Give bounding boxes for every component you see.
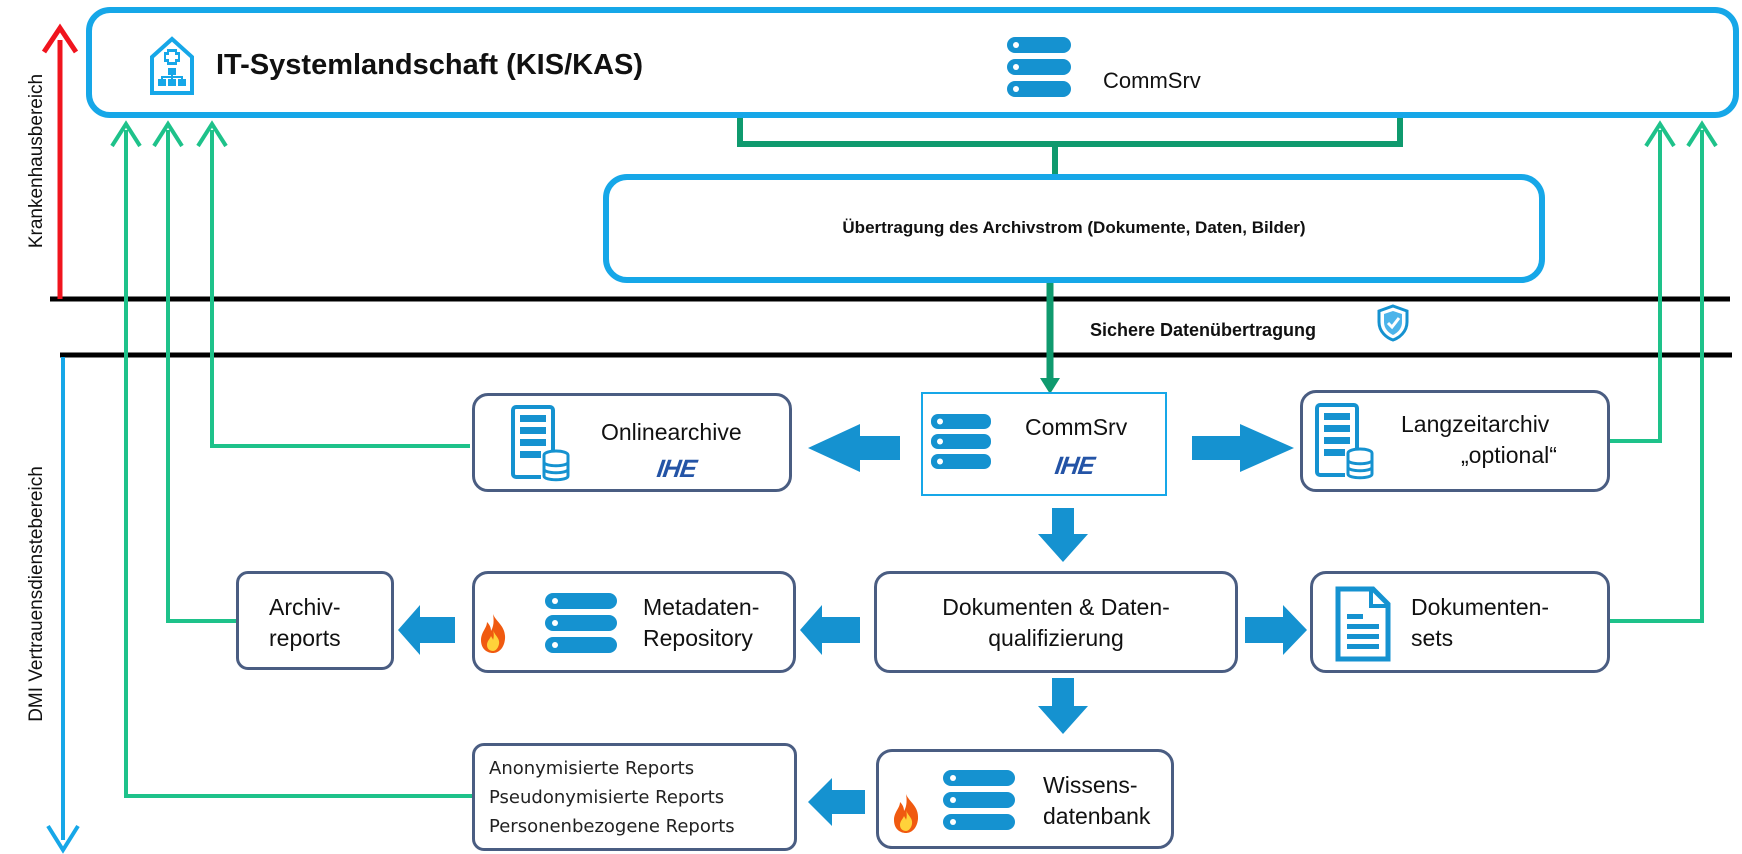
dokumentensets-label-line2: sets [1411,625,1454,651]
qualifizierung-box: Dokumenten & Daten- qualifizierung [874,571,1238,673]
archivreports-label-line1: Archiv- [269,594,341,620]
report-item-pseudonymisiert: Pseudonymisierte Reports [489,787,725,808]
arrow-commsrv-to-qualifizierung [1038,508,1088,562]
arrow-qualifizierung-to-wissens [1038,678,1088,734]
langzeitarchiv-label-line1: Langzeitarchiv [1401,411,1550,437]
return-line-langzeit [1610,130,1662,443]
arrow-qualifizierung-to-dokumentensets [1245,605,1307,655]
reports-list: Anonymisierte Reports Pseudonymisierte R… [489,754,735,841]
onlinearchive-box: Onlinearchive IHE [472,393,792,492]
return-line-dokumentensets [1610,130,1704,623]
report-item-personenbezogen: Personenbezogene Reports [489,816,735,837]
qualifizierung-label-line1: Dokumenten & Daten- [942,594,1170,620]
dokumentensets-box: Dokumenten- sets [1310,571,1610,673]
uebertragung-box: Übertragung des Archivstrom (Dokumente, … [603,174,1545,283]
server-icon [545,593,617,653]
fire-icon [891,792,921,834]
document-icon [1335,586,1391,662]
return-line-reports [124,130,472,798]
reports-box: Anonymisierte Reports Pseudonymisierte R… [472,743,797,851]
krankenhaus-axis-arrowhead [41,23,79,54]
archivreports-box: Archiv- reports [236,571,394,670]
top-bracket-line [737,118,1403,147]
sichere-datenuebertragung-label: Sichere Datenübertragung [1090,320,1317,340]
return-arrowhead-reports [110,120,142,148]
arrow-commsrv-to-onlinearchive [808,424,900,472]
qualifizierung-label-line2: qualifizierung [988,625,1124,651]
fire-icon [478,612,508,654]
return-line-onlinearchive [210,130,470,448]
langzeitarchiv-label-line2: „optional“ [1461,442,1557,468]
it-systemlandschaft-box: IT-Systemlandschaft (KIS/KAS) CommSrv [86,7,1739,118]
commsrv-box: CommSrv IHE [921,392,1167,496]
server-icon [1007,37,1071,97]
langzeitarchiv-box: Langzeitarchiv „optional“ [1300,390,1610,492]
archivreports-label-line2: reports [269,625,341,651]
uebertragung-label: Übertragung des Archivstrom (Dokumente, … [842,218,1306,237]
dokumentensets-label-line1: Dokumenten- [1411,594,1550,620]
report-item-anonymisiert: Anonymisierte Reports [489,758,695,779]
dmi-axis-arrowhead [46,824,80,854]
server-database-icon [511,405,571,483]
krankenhausbereich-label: Krankenhausbereich [26,73,47,249]
it-systemlandschaft-title: IT-Systemlandschaft (KIS/KAS) [216,49,644,81]
metadaten-label-line2: Repository [643,625,753,651]
wissensdatenbank-box: Wissens- datenbank [876,749,1174,849]
metadaten-repository-box: Metadaten- Repository [472,571,796,673]
return-arrowhead-langzeit [1644,120,1676,148]
ihe-logo: IHE [1053,452,1096,480]
wissens-label-line2: datenbank [1043,803,1151,829]
return-arrowhead-dokumentensets [1686,120,1718,148]
onlinearchive-label: Onlinearchive [601,419,742,445]
return-arrowhead-archivreports [152,120,184,148]
commsrv-label: CommSrv [1025,414,1128,440]
hospital-icon [148,35,196,97]
wissens-label-line1: Wissens- [1043,772,1138,798]
shield-icon [1377,304,1409,342]
return-arrowhead-onlinearchive [196,120,228,148]
dmi-bereich-label: DMI Vertrauensdienstebereich [26,466,47,722]
arrow-qualifizierung-to-metadaten [800,605,860,655]
metadaten-label-line1: Metadaten- [643,594,760,620]
arrow-commsrv-to-langzeit [1192,424,1294,472]
arrow-wissens-to-reports [808,778,865,826]
ihe-logo: IHE [655,455,698,483]
server-icon [931,414,991,470]
secure-transfer-arrowhead [1040,378,1060,394]
return-line-archivreports [166,130,236,623]
server-database-icon [1315,403,1375,481]
arrow-metadaten-to-archivreports [398,605,455,655]
top-commsrv-label: CommSrv [1103,68,1201,93]
server-icon [943,770,1015,830]
